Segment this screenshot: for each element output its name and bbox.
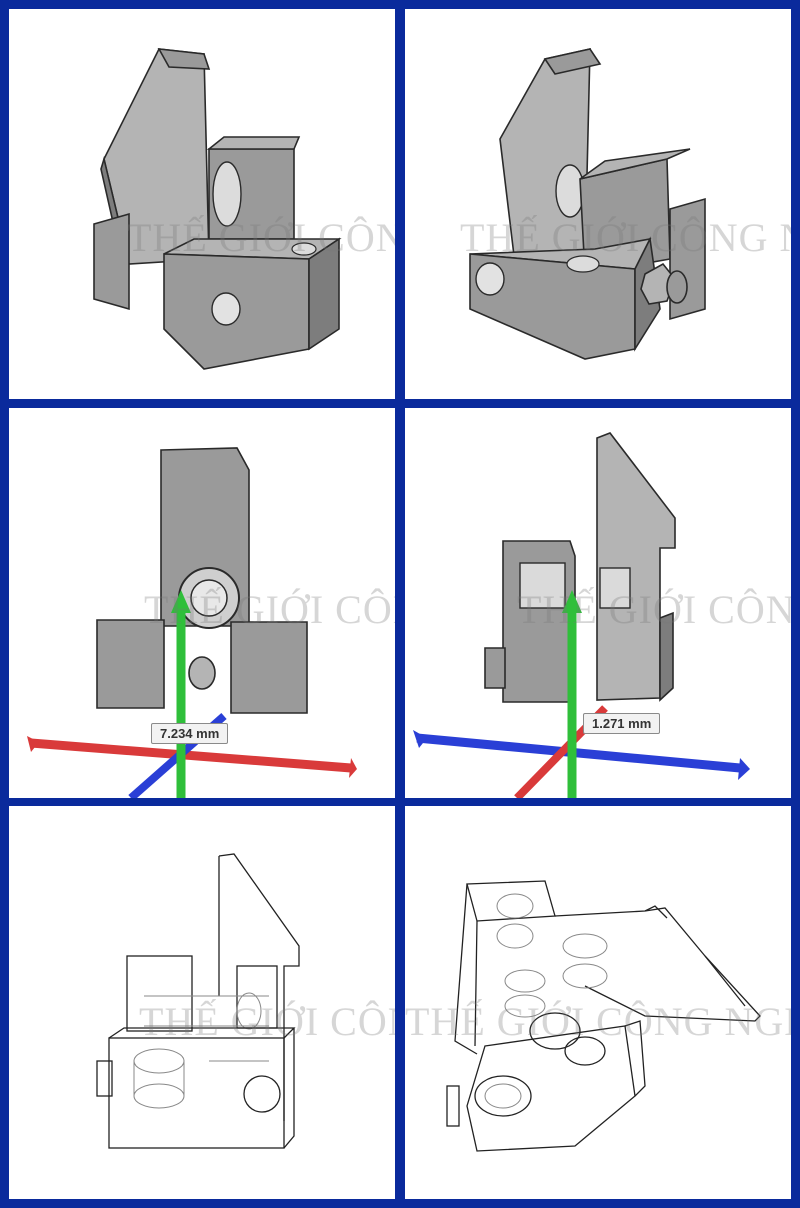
part-render — [413, 432, 750, 798]
watermark-text: THẾ GIỚI CÔNG NGHIỆP — [144, 587, 395, 632]
watermark-text: THẾ GIỚI CÔNG NGHIỆP — [139, 999, 395, 1044]
z-axis-arrow[interactable] — [416, 733, 741, 773]
isometric-view-back: THẾ GIỚI CÔNG NGHIỆP — [405, 9, 791, 399]
watermark-text: THẾ GIỚI CÔNG NGHIỆP — [405, 999, 791, 1044]
move-gizmo-view-2: THẾ GIỚI CÔNG NGHIỆP 1.271 mm — [405, 408, 791, 798]
part-render — [446, 880, 761, 1152]
watermark-text: THẾ GIỚI CÔNG NGHIỆP — [517, 587, 791, 632]
watermark-text: THẾ GIỚI CÔNG NGHIỆP — [460, 215, 791, 260]
x-axis-arrow[interactable] — [30, 738, 352, 773]
move-gizmo-view-1: THẾ GIỚI CÔNG NGHIỆP 7.234 mm — [9, 408, 395, 798]
part-render — [27, 447, 357, 798]
part-render — [469, 47, 706, 360]
distance-label[interactable]: 7.234 mm — [151, 723, 229, 744]
watermark-text: THẾ GIỚI CÔNG NGHIỆP — [127, 215, 395, 260]
isometric-view-front: THẾ GIỚI CÔNG NGHIỆP — [9, 9, 395, 399]
part-render — [96, 853, 300, 1149]
wireframe-view-top: THẾ GIỚI CÔNG NGHIỆP — [405, 806, 791, 1199]
distance-label[interactable]: 1.271 mm — [583, 713, 661, 734]
wireframe-view-side: THẾ GIỚI CÔNG NGHIỆP — [9, 806, 395, 1199]
part-render — [93, 48, 342, 370]
